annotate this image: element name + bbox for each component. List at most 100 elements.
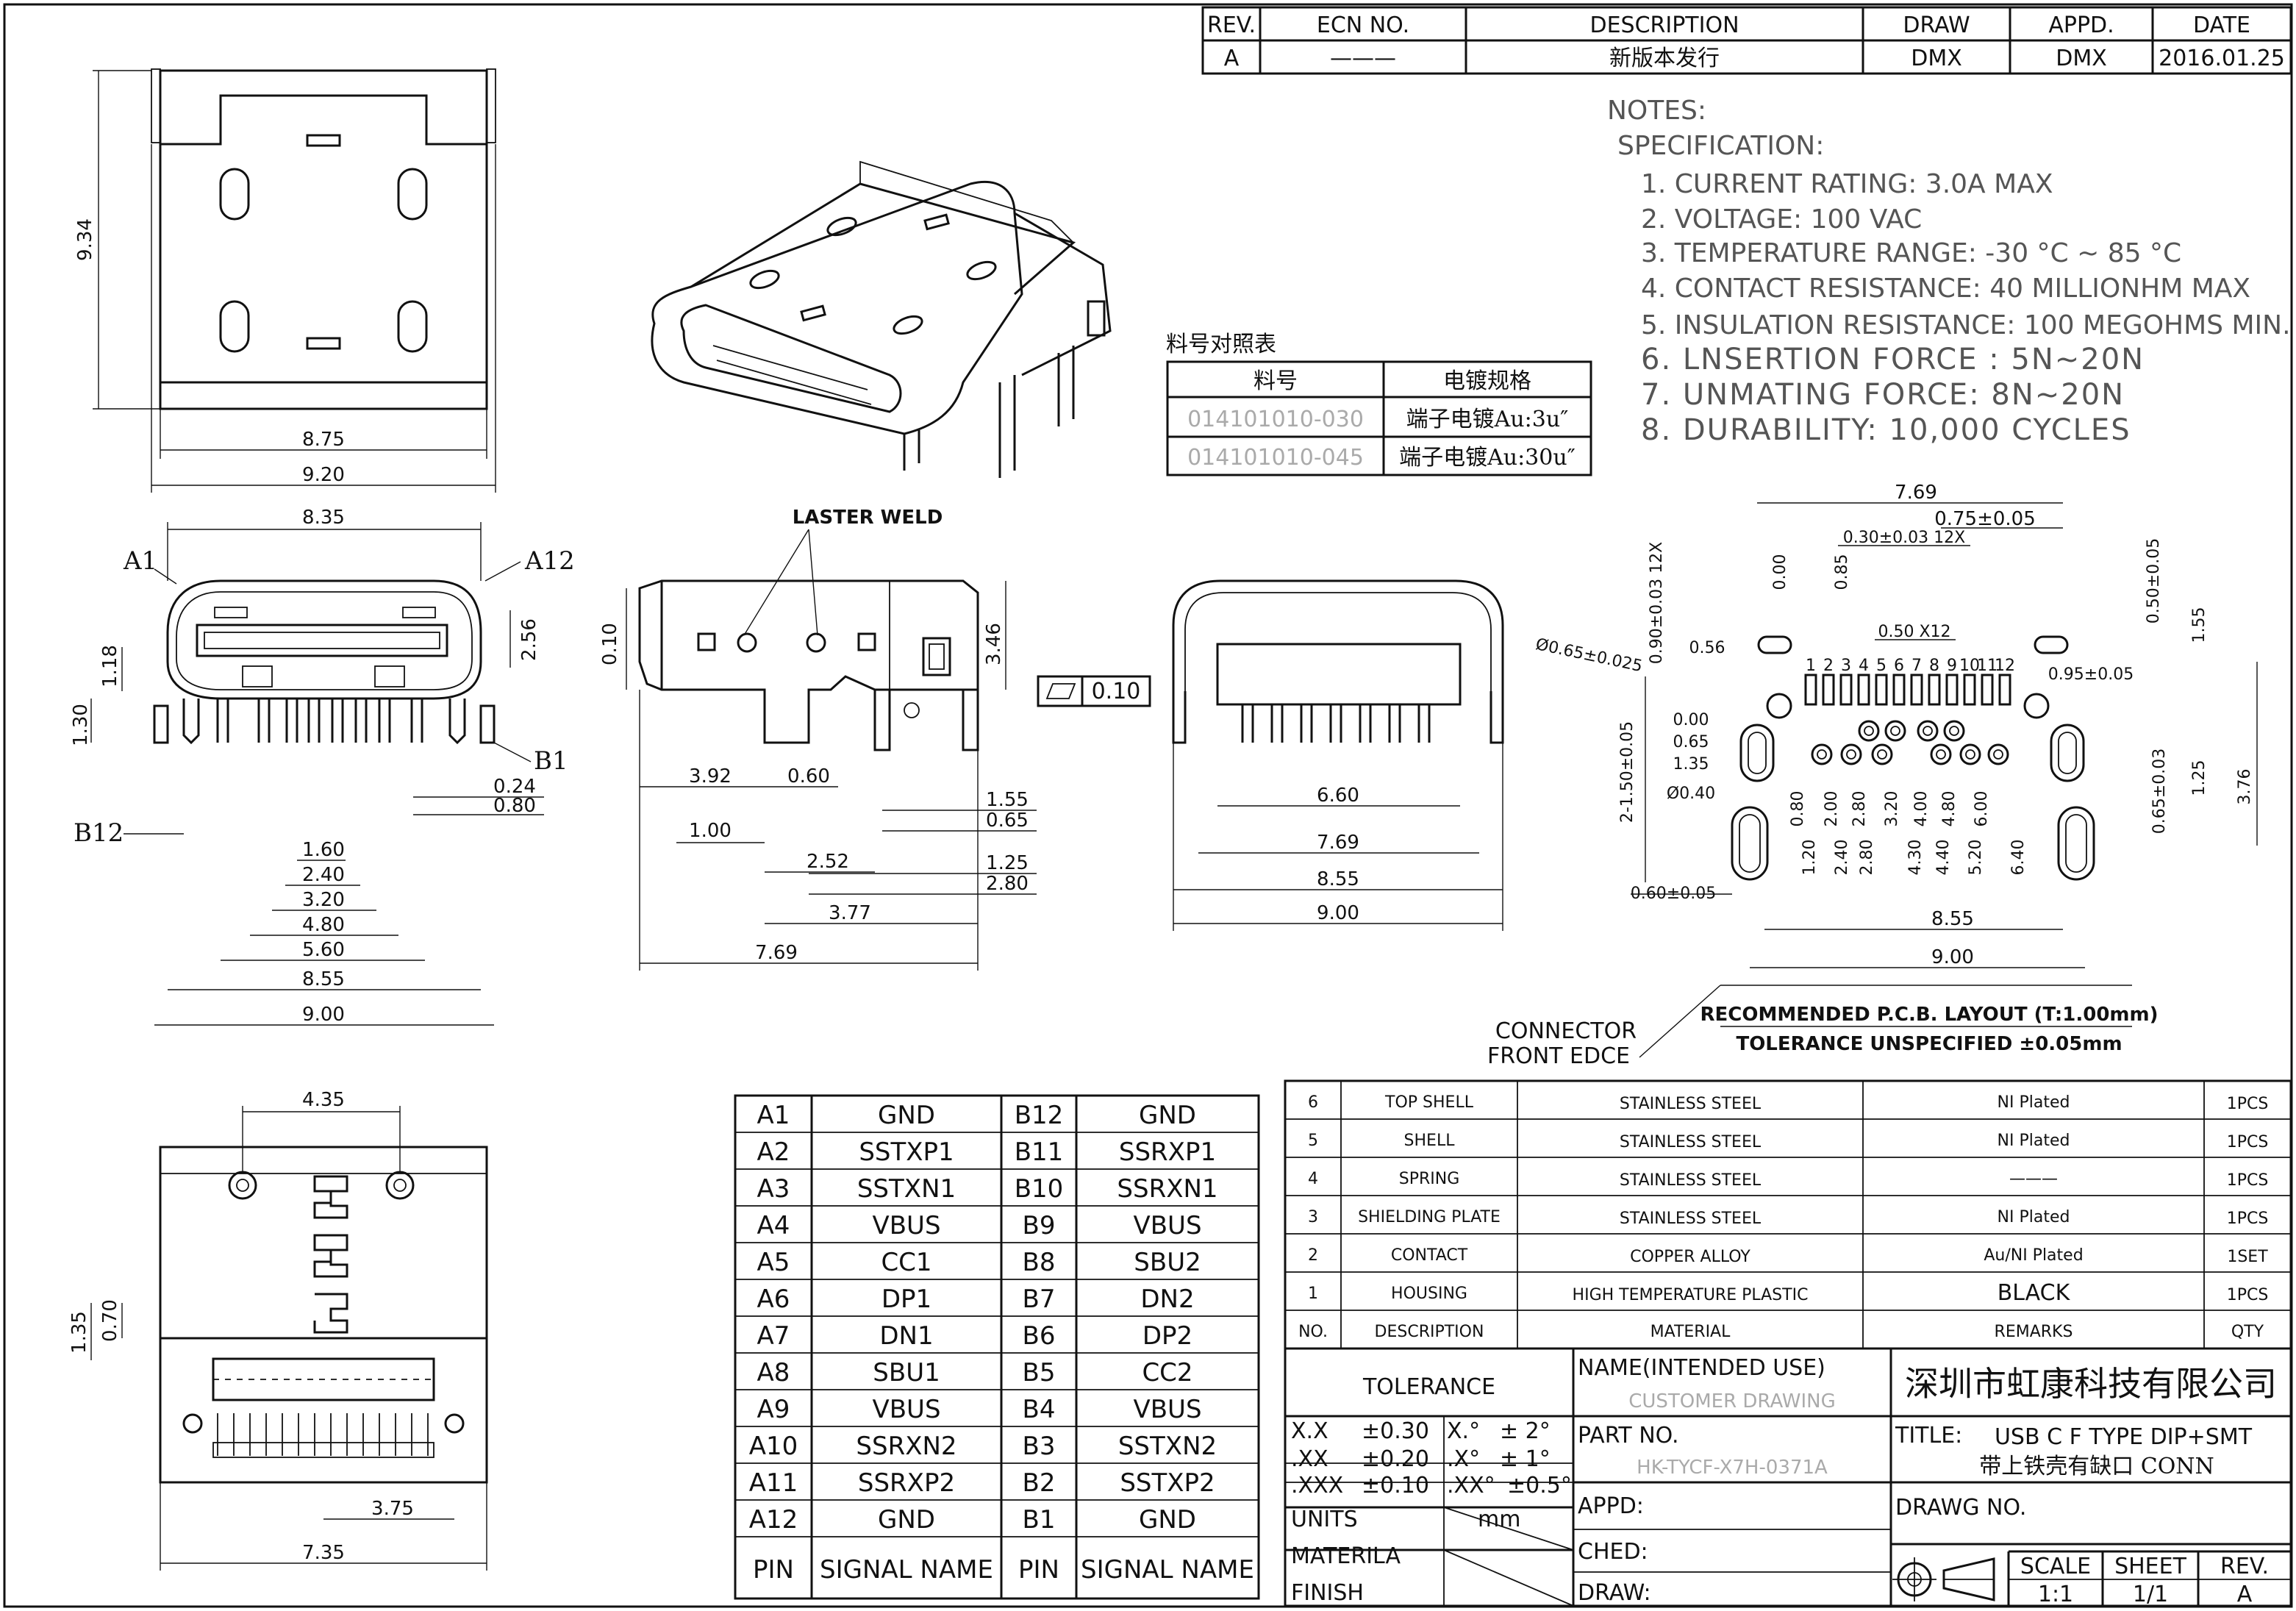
note-item: 8. DURABILITY: 10,000 CYCLES (1641, 413, 2131, 447)
projection-symbol-icon (1892, 1557, 1995, 1601)
signal-cell: VBUS (872, 1211, 940, 1240)
title-block: TOLERANCE X.X ±0.30 X.° ± 2° .XX ±0.20 .… (1284, 1347, 2292, 1607)
pcb-through-holes (1811, 720, 2009, 765)
signal-cell: SSRXN2 (856, 1432, 956, 1461)
bom-cell: CONTACT (1391, 1246, 1468, 1265)
pin-cell: B4 (1023, 1395, 1056, 1424)
note-item: 3. TEMPERATURE RANGE: -30 °C ~ 85 °C (1641, 238, 2181, 268)
pcb-smt-pads (1804, 674, 2011, 706)
pin-number: 12 (1995, 657, 2015, 675)
rev-header-draw: DRAW (1903, 12, 1970, 38)
signal-cell: DP1 (881, 1285, 931, 1314)
pin-cell: A1 (757, 1101, 790, 1130)
pin-number: 11 (1977, 657, 1998, 675)
signal-cell: SSTXP2 (1120, 1468, 1215, 1498)
pcb-tolerance: TOLERANCE UNSPECIFIED ±0.05mm (1736, 1033, 2122, 1055)
description-value: 新版本发行 (1609, 46, 1720, 71)
rev-header-date: DATE (2193, 12, 2250, 38)
dim-label: Ø0.65±0.025 (1534, 635, 1645, 676)
bottom-view: 4.35 1.35 0.70 3.75 7.35 (68, 1089, 488, 1571)
tol-cell: .X° (1447, 1446, 1480, 1472)
name-value: CUSTOMER DRAWING (1628, 1390, 1836, 1412)
bom-cell: SHELL (1404, 1132, 1456, 1150)
hole-label: 4.30 (1906, 840, 1925, 876)
flatness-symbol: 0.10 (1037, 675, 1151, 707)
dim-label: 1.60 (302, 839, 345, 861)
signal-footer: SIGNAL NAME (1081, 1555, 1254, 1585)
bom-header: MATERIAL (1651, 1323, 1731, 1341)
pin-number: 6 (1894, 657, 1904, 675)
dim-label: 0.24 (493, 776, 536, 798)
dim-label: 5.60 (302, 939, 345, 961)
partno-label: PART NO. (1578, 1423, 1679, 1449)
pin-number: 2 (1823, 657, 1834, 675)
dim-label: 0.56 (1689, 639, 1725, 657)
signal-cell: SSTXN2 (1118, 1432, 1217, 1461)
dim-label: 6.60 (1317, 785, 1359, 807)
part-header-plating: 电镀规格 (1443, 368, 1531, 394)
dim-label: 8.75 (302, 429, 345, 451)
draw-value: DMX (1911, 46, 1962, 71)
pin-cell: A5 (757, 1248, 790, 1277)
tol-cell: .XX (1291, 1446, 1328, 1472)
part-code: 014101010-045 (1187, 445, 1364, 471)
connector-label: CONNECTOR (1495, 1018, 1637, 1044)
pin-cell: A8 (757, 1358, 790, 1387)
pin-cell: B8 (1023, 1248, 1056, 1277)
bom-cell: TOP SHELL (1384, 1093, 1474, 1112)
dim-label: 1.30 (70, 704, 92, 746)
dim-label: 0.65±0.03 (2150, 749, 2169, 834)
tol-cell: ± 1° (1500, 1446, 1551, 1472)
bom-cell: ——— (2009, 1170, 2058, 1188)
dim-label: 0.00 (1771, 554, 1789, 590)
dim-label: 0.95±0.05 (2048, 665, 2134, 684)
hole-label: 5.20 (1967, 840, 1985, 876)
pin-number: 10 (1959, 657, 1980, 675)
dim-label: 0.50±0.05 (2145, 538, 2163, 624)
bom-cell: COPPER ALLOY (1630, 1248, 1750, 1266)
tol-cell: .XX° (1447, 1473, 1495, 1499)
dim-label: 1.35 (1673, 755, 1709, 774)
dim-label: 1.00 (689, 820, 732, 842)
hole-label: 2.80 (1858, 840, 1876, 876)
rev-header-ecn: ECN NO. (1317, 12, 1409, 38)
front-edge-label: FRONT EDCE (1487, 1043, 1630, 1069)
hole-label: 4.00 (1912, 791, 1931, 827)
hole-label: 6.40 (2009, 840, 2028, 876)
bom-cell: 1 (1308, 1285, 1318, 1303)
signal-cell: CC1 (881, 1248, 931, 1277)
bom-cell: NI Plated (1998, 1132, 2070, 1150)
pin-cell: A2 (757, 1137, 790, 1167)
pin-cell: B10 (1015, 1174, 1064, 1204)
pin-number: 1 (1806, 657, 1816, 675)
ecn-value: ——— (1330, 46, 1396, 71)
bom-cell: STAINLESS STEEL (1620, 1133, 1762, 1151)
pin-cell: B1 (1023, 1505, 1056, 1535)
title-line-1: USB C F TYPE DIP+SMT (1995, 1424, 2253, 1450)
tol-cell: X.° (1447, 1418, 1480, 1444)
dim-label: 3.92 (689, 765, 732, 787)
dim-label: 0.10 (599, 623, 621, 665)
dim-label: 9.00 (1931, 946, 1974, 968)
pin-cell: A10 (749, 1432, 798, 1461)
bom-rows: 6 TOP SHELL STAINLESS STEEL NI Plated 1P… (1308, 1093, 2268, 1306)
front-view-pins (182, 699, 466, 745)
title-label: TITLE: (1895, 1423, 1962, 1449)
dim-label: 3.77 (829, 902, 871, 924)
dim-label: 7.69 (755, 942, 798, 964)
pin-cell: A6 (757, 1285, 790, 1314)
bom-header: QTY (2231, 1323, 2264, 1341)
bom-cell: 3 (1308, 1208, 1318, 1226)
dim-label: 3.46 (983, 623, 1005, 665)
units-value: mm (1478, 1507, 1520, 1532)
bom-cell: HOUSING (1391, 1285, 1467, 1303)
pin-number: 3 (1841, 657, 1851, 675)
partno-value: HK-TYCF-X7H-0371A (1637, 1457, 1828, 1479)
bom-table: 6 TOP SHELL STAINLESS STEEL NI Plated 1P… (1284, 1079, 2292, 1350)
appd-value: DMX (2056, 46, 2107, 71)
bom-header: REMARKS (1995, 1323, 2073, 1341)
tol-cell: ±0.20 (1362, 1446, 1429, 1472)
bom-cell: SPRING (1399, 1170, 1460, 1188)
signal-cell: SSTXN1 (857, 1174, 956, 1204)
dim-label: 8.55 (1931, 908, 1974, 930)
